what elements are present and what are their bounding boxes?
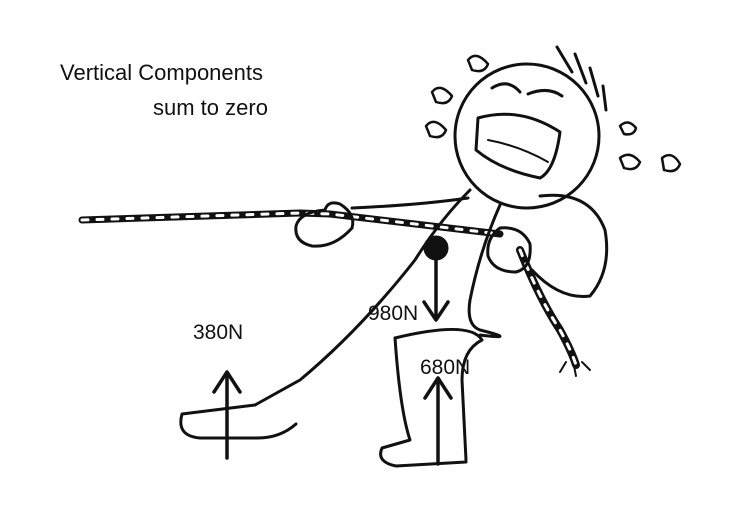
center-of-mass-dot (423, 235, 449, 261)
force-label-980: 980N (368, 302, 419, 325)
back-arm (486, 193, 609, 298)
tears (424, 54, 682, 173)
force-arrow-680 (423, 376, 453, 466)
rope (78, 209, 591, 377)
force-arrow-380 (212, 370, 242, 460)
force-label-380: 380N (193, 321, 244, 344)
title-line-2: sum to zero (153, 95, 268, 120)
head (453, 45, 608, 210)
force-label-680: 680N (420, 356, 471, 379)
front-arm (294, 196, 470, 248)
body (179, 188, 502, 468)
force-arrow-980 (422, 256, 450, 322)
title-line-1: Vertical Components (60, 60, 263, 85)
